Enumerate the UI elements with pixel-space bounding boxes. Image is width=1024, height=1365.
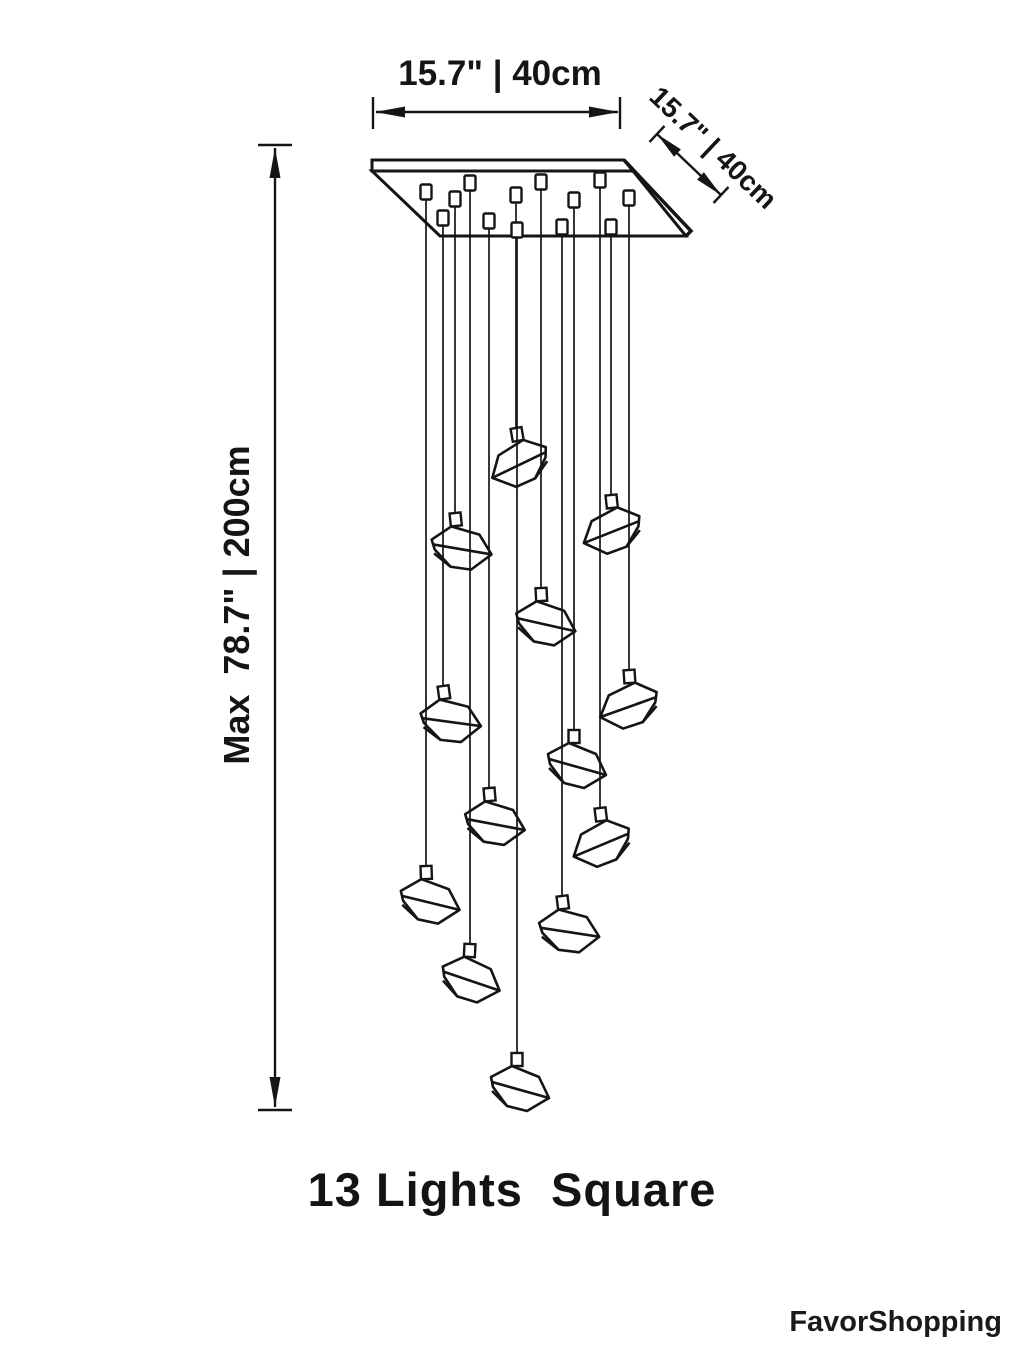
pendant-light (595, 666, 661, 732)
depth-dim-arrow-bottom (697, 172, 721, 195)
cord-grip (448, 190, 462, 208)
cord-grip (482, 212, 496, 230)
width-dimension (371, 97, 622, 129)
width-dimension-label: 15.7" | 40cm (398, 54, 602, 93)
canopy-underside (368, 169, 690, 238)
product-title: 13 Lights Square (307, 1163, 717, 1216)
pendant-light (534, 890, 603, 959)
canopy-right-edge (622, 158, 694, 238)
canopy-plate-edge (370, 158, 637, 173)
depth-dimension (648, 125, 730, 204)
pendant-light (489, 1051, 551, 1113)
width-dim-arrow-left (375, 106, 405, 118)
pendants-layer (398, 171, 661, 1113)
pendant-light (427, 508, 495, 575)
height-dim-arrow-bottom (269, 1077, 281, 1107)
cord-grip (622, 189, 636, 207)
cord-grip (567, 191, 581, 209)
cord-grip (604, 218, 618, 236)
height-dimension (258, 143, 292, 1112)
cord-grip (436, 209, 450, 227)
pendant-light (415, 680, 485, 749)
pendant-light (439, 941, 504, 1005)
pendant-light (546, 728, 608, 790)
cord-grip (419, 183, 433, 201)
depth-dim-arrow-top (657, 134, 681, 157)
pendant-light (398, 863, 462, 927)
cord-grip (463, 174, 477, 192)
cord-grip (509, 186, 523, 204)
pendant-light (577, 490, 645, 558)
brand-watermark: FavorShopping (789, 1306, 1002, 1338)
height-dim-arrow-top (269, 148, 281, 178)
cord-grip (555, 218, 569, 236)
height-dimension-label: Max 78.7" | 200cm (216, 445, 257, 765)
cord-grip (593, 171, 607, 189)
pendant-light (566, 803, 635, 871)
cord-grip (510, 221, 524, 239)
width-dim-arrow-right (589, 106, 619, 118)
cord-grip (534, 173, 548, 191)
pendant-light (513, 585, 578, 649)
